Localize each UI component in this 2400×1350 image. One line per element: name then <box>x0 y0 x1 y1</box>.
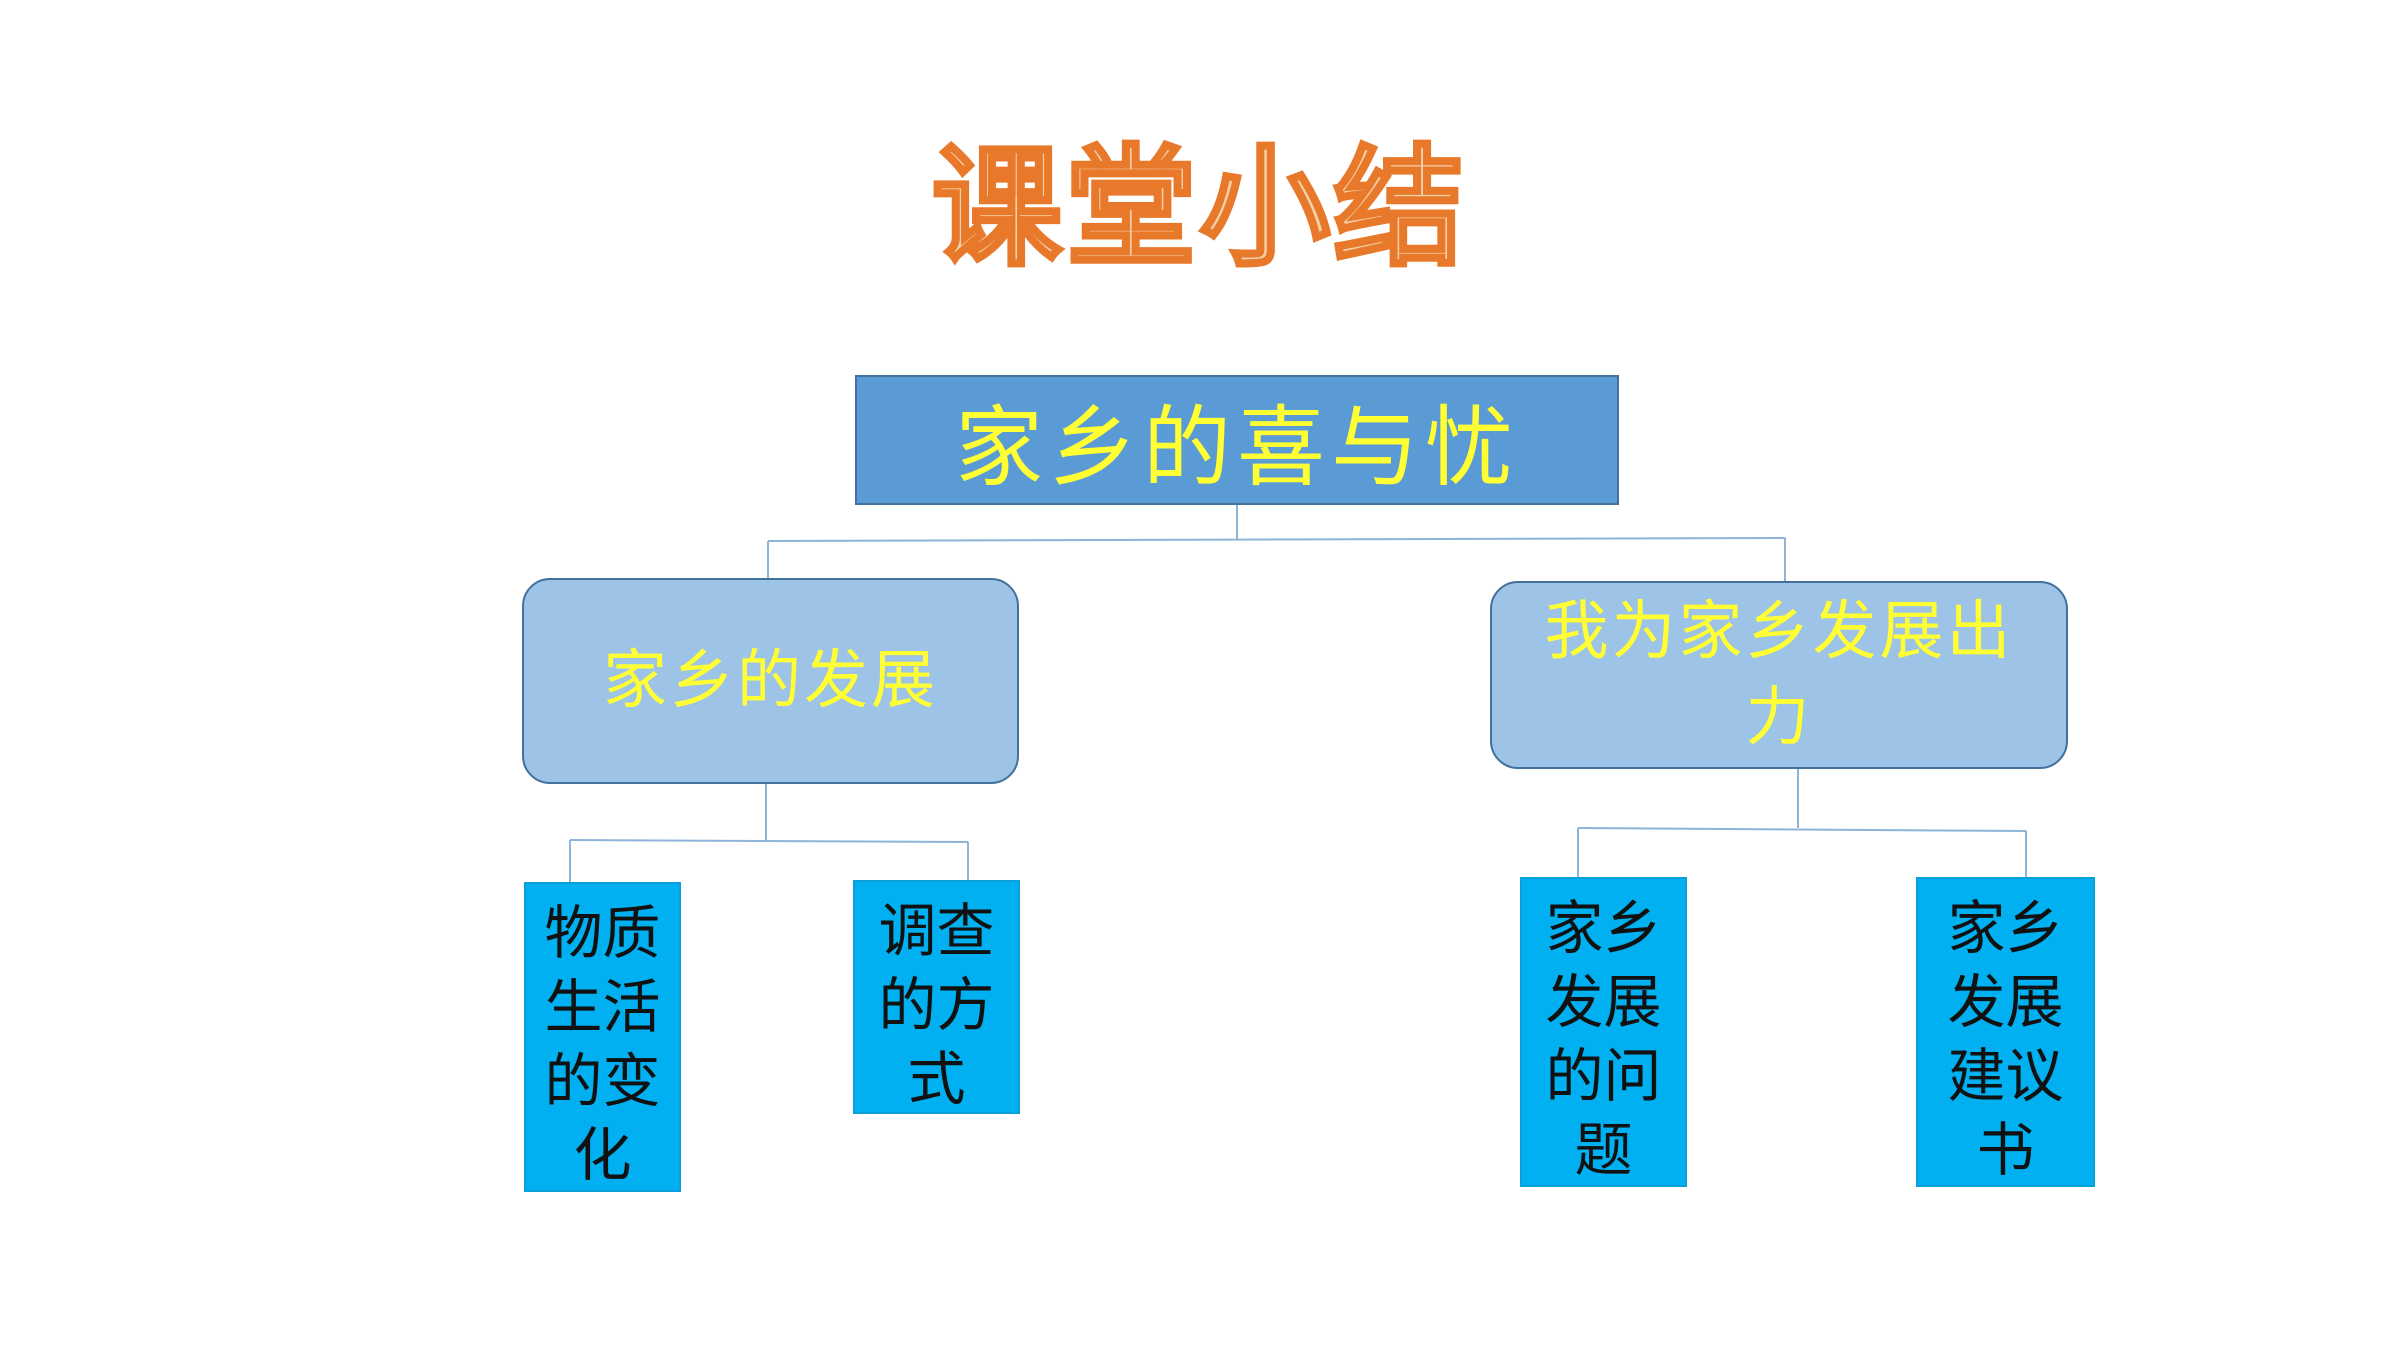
leaf-node-problems: 家乡发展的问题 <box>1520 877 1687 1187</box>
leaf-node-survey-method: 调查的方式 <box>853 880 1020 1114</box>
branch-node-contribute: 我为家乡发展出力 <box>1490 581 2068 769</box>
slide-title: 课堂小结 <box>930 130 1468 286</box>
leaf-node-proposal: 家乡发展建议书 <box>1916 877 2095 1187</box>
connector-root-bar <box>767 537 1786 542</box>
leaf-node-material-life: 物质生活的变化 <box>524 882 681 1192</box>
leaf-node-label: 家乡发展建议书 <box>1947 894 2064 1184</box>
connector-right-bar <box>1577 827 2027 832</box>
connector-left-bar <box>569 839 969 843</box>
branch-node-label: 我为家乡发展出力 <box>1544 595 2014 755</box>
branch-node-label: 家乡的发展 <box>603 644 938 718</box>
root-node-label: 家乡的喜与忧 <box>954 395 1519 499</box>
leaf-node-label: 家乡发展的问题 <box>1545 894 1662 1184</box>
leaf-node-label: 调查的方式 <box>878 897 995 1113</box>
root-node: 家乡的喜与忧 <box>855 375 1619 505</box>
leaf-node-label: 物质生活的变化 <box>544 899 661 1189</box>
branch-node-development: 家乡的发展 <box>522 578 1019 784</box>
